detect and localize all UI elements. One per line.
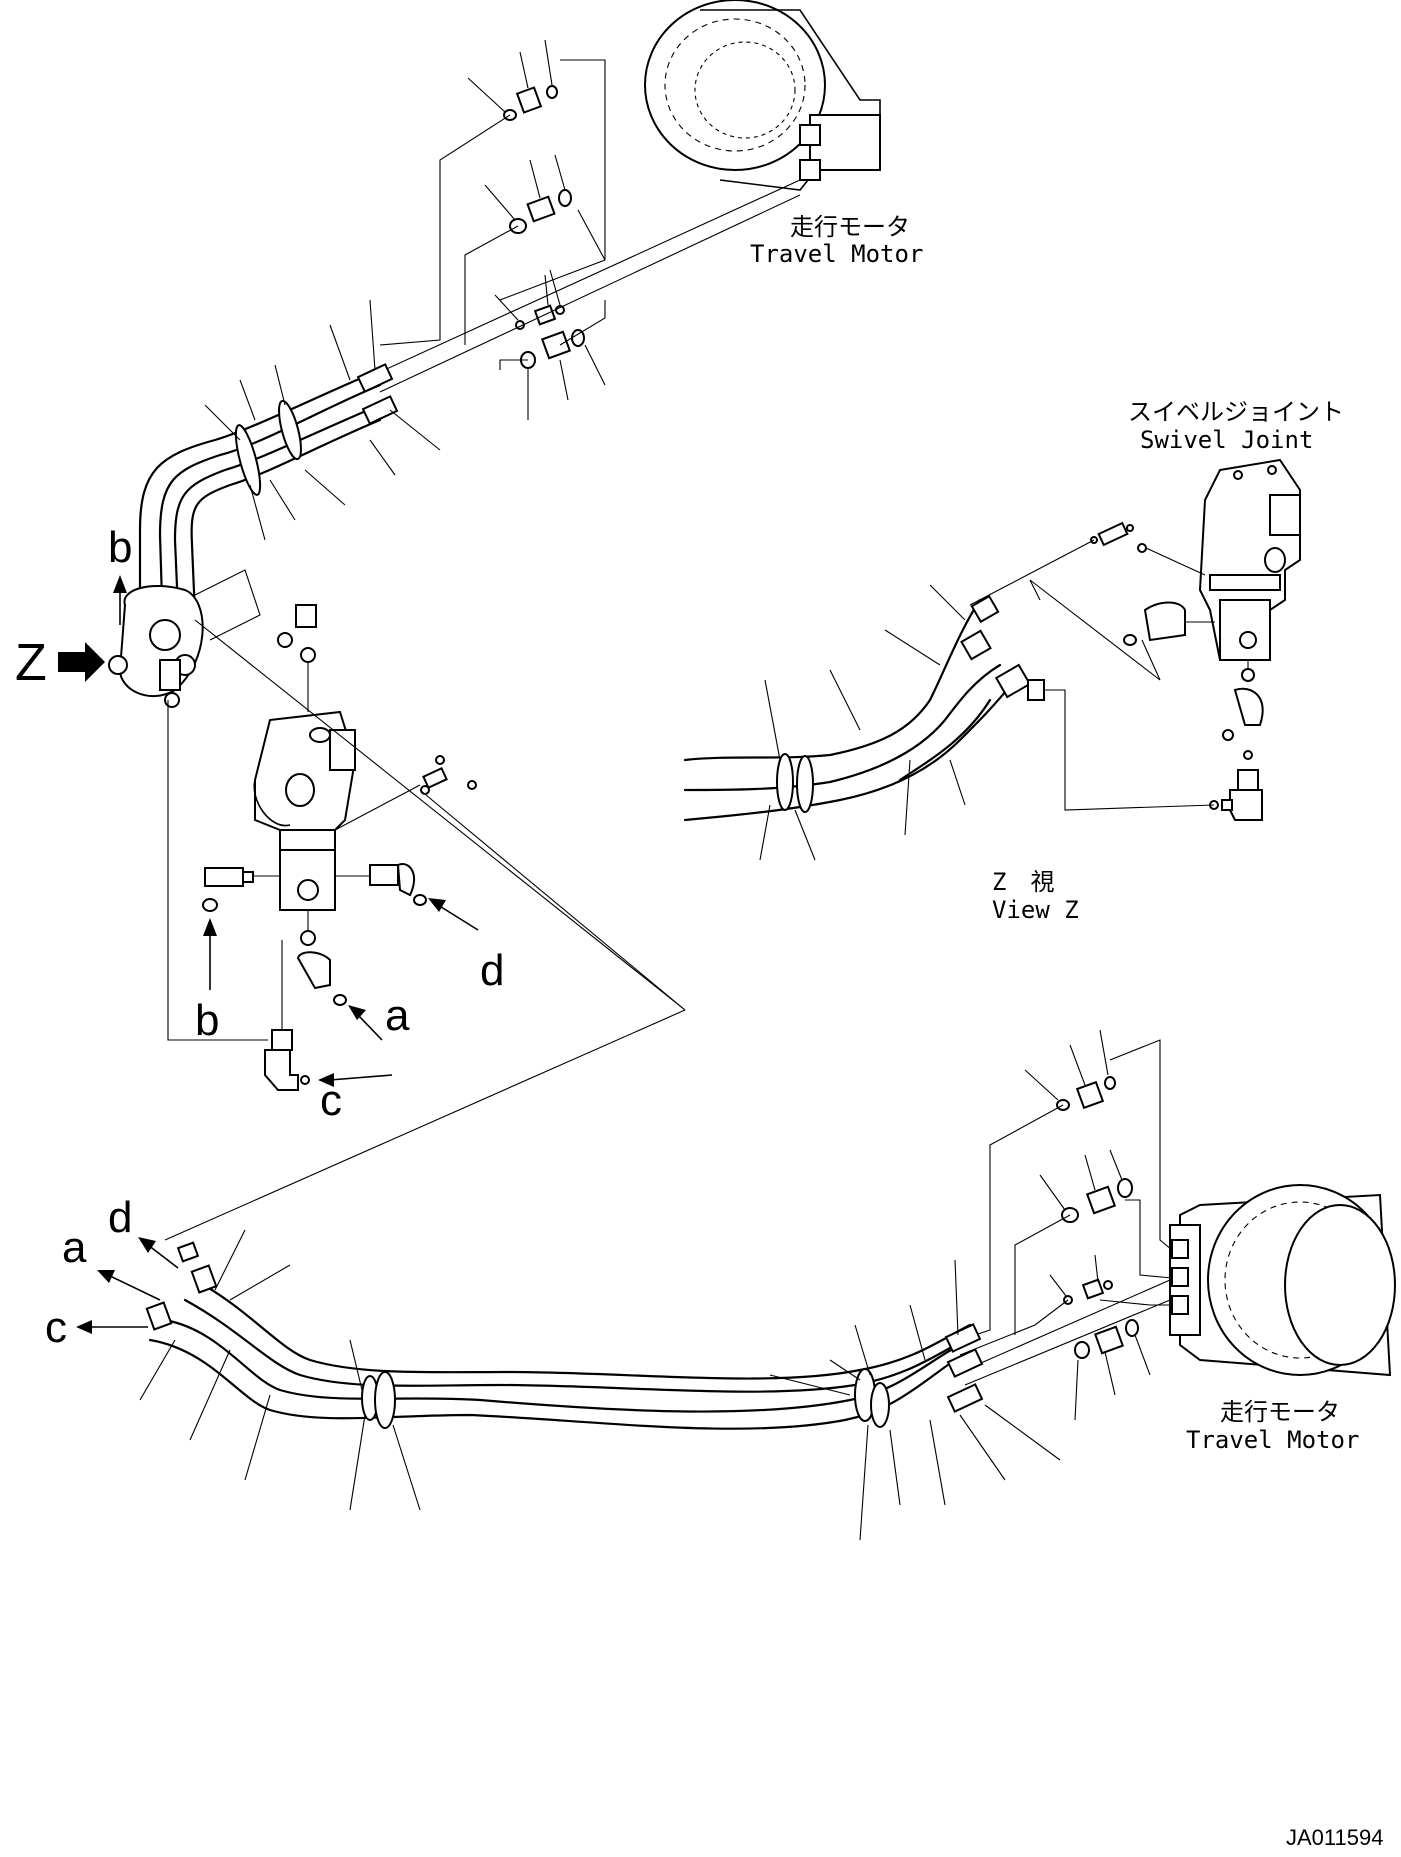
hoses-top	[138, 299, 441, 617]
callout-b-top-label: b	[108, 523, 132, 572]
callout-d-bottom-label: d	[108, 1193, 132, 1242]
callout-a-bottom-arrow	[97, 1270, 115, 1283]
swivel-joint-label-en: Swivel Joint	[1140, 426, 1313, 454]
travel-motor-top-label-jp: 走行モータ	[790, 213, 910, 241]
travel-motor-top	[644, 0, 881, 191]
view-z-label-en: View Z	[992, 896, 1079, 924]
callout-b-center-arrow	[203, 918, 217, 936]
fittings-bottom-cluster	[959, 1029, 1173, 1421]
swivel-joint-center	[253, 710, 357, 911]
callout-c-center-label: c	[320, 1076, 342, 1125]
callout-z-label: Z	[15, 634, 47, 692]
callout-a-center-arrow	[348, 1005, 366, 1020]
travel-motor-bottom-label-jp: 走行モータ	[1220, 1398, 1340, 1426]
callout-d-bottom-arrow	[138, 1237, 156, 1253]
view-z-hoses	[683, 539, 1215, 861]
callout-c-center-arrow	[318, 1073, 334, 1087]
travel-motor-top-label-en: Travel Motor	[750, 240, 923, 268]
drawing-number: JA011594	[1286, 1825, 1383, 1850]
fittings-top-cluster	[379, 39, 801, 420]
hoses-bottom	[139, 1229, 1061, 1541]
fittings-center-swivel	[202, 604, 477, 1091]
callout-b-center-label: b	[195, 996, 219, 1045]
swivel-joint-right	[1198, 458, 1301, 661]
callout-z-arrow	[58, 642, 105, 682]
callout-a-center-label: a	[385, 991, 410, 1040]
view-z-label-jp: Z 視	[992, 868, 1054, 896]
callout-b-top-arrow	[113, 575, 127, 593]
travel-motor-bottom-label-en: Travel Motor	[1186, 1426, 1359, 1454]
callout-c-bottom-label: c	[45, 1303, 67, 1352]
callout-c-bottom-arrow	[76, 1320, 92, 1334]
callout-d-center-arrow	[428, 898, 446, 912]
swivel-joint-top-left	[108, 584, 204, 708]
callout-d-center-label: d	[480, 946, 504, 995]
center-routing-lines	[164, 569, 686, 1241]
travel-motor-bottom	[1169, 1184, 1396, 1377]
callout-a-bottom-label: a	[62, 1223, 87, 1272]
swivel-joint-label-jp: スイベルジョイント	[1128, 398, 1344, 426]
